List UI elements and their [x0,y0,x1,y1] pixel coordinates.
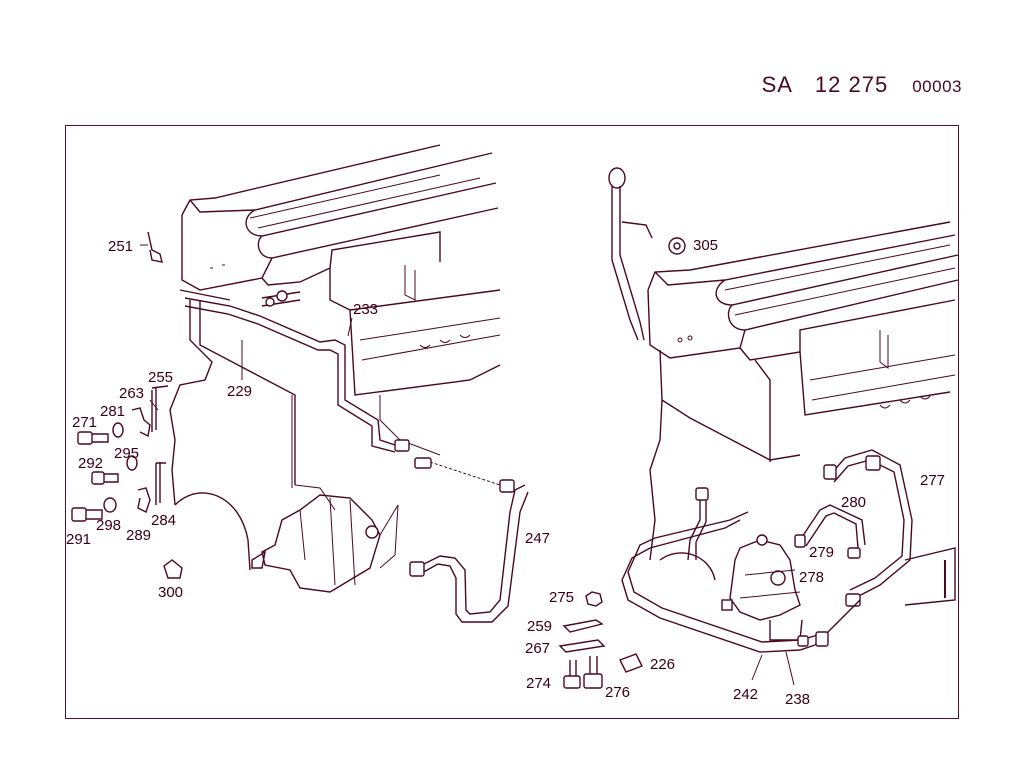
callout-271: 271 [72,414,97,431]
callout-238: 238 [785,691,810,708]
drawing-frame [65,125,959,719]
right-hardware [558,237,686,689]
callout-292: 292 [78,455,103,472]
left-power-steering-pump [251,457,529,623]
callout-259: 259 [527,618,552,635]
callout-295: 295 [114,445,139,462]
callout-233: 233 [353,301,378,318]
callout-255: 255 [148,369,173,386]
callout-242: 242 [733,686,758,703]
callout-276: 276 [605,684,630,701]
callout-247: 247 [525,530,550,547]
callout-275: 275 [549,589,574,606]
callout-labels: 251 229 233 255 263 271 281 292 295 291 … [66,237,945,708]
callout-229: 229 [227,383,252,400]
sheet-code: 00003 [912,77,962,96]
left-hardware [71,231,183,579]
callout-267: 267 [525,640,550,657]
right-power-steering-pump [721,534,803,641]
callout-277: 277 [920,472,945,489]
callout-280: 280 [841,494,866,511]
callout-291: 291 [66,531,91,548]
left-engine-block [169,144,501,571]
right-engine-block [608,167,959,606]
callout-278: 278 [799,569,824,586]
sheet-number: 12 275 [814,72,889,97]
callout-281: 281 [100,403,125,420]
left-coolant-lines [179,289,410,453]
callout-284: 284 [151,512,176,529]
callout-298: 298 [96,517,121,534]
callout-251: 251 [108,238,133,255]
callout-263: 263 [119,385,144,402]
callout-274: 274 [526,675,551,692]
callout-300: 300 [158,584,183,601]
callout-289: 289 [126,527,151,544]
drawing-header: SA 12 275 00003 [762,72,962,98]
sheet-prefix: SA [761,72,793,97]
callout-279: 279 [809,544,834,561]
callout-305: 305 [693,237,718,254]
right-hydraulic-lines [621,449,913,686]
callout-226: 226 [650,656,675,673]
